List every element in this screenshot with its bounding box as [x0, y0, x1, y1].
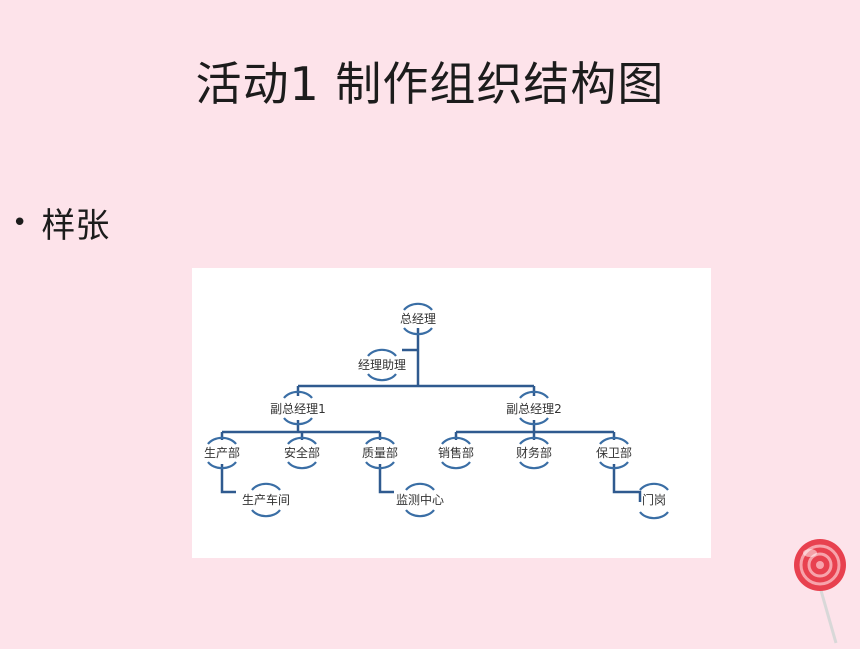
node-dept-quality: 质量部 [362, 445, 398, 460]
node-sub-gate: 门岗 [642, 492, 666, 507]
node-dept-production: 生产部 [204, 445, 240, 460]
org-chart-svg: 总经理 经理助理 副总经理1 副总经理2 生产部 安全部 质量部 销售部 财务部… [204, 302, 669, 520]
node-labels: 总经理 经理助理 副总经理1 副总经理2 生产部 安全部 质量部 销售部 财务部… [204, 312, 666, 507]
node-dept-safety: 安全部 [284, 445, 320, 460]
node-dept-security: 保卫部 [596, 445, 632, 460]
slide-title: 活动1 制作组织结构图 [195, 57, 665, 111]
lollipop-decoration-icon [790, 535, 860, 645]
node-sub-monitoring: 监测中心 [396, 492, 444, 507]
bullet-label: 样张 [41, 206, 110, 246]
node-root: 总经理 [400, 312, 436, 326]
node-assistant: 经理助理 [358, 358, 406, 372]
bullet-dot-icon: • [12, 207, 28, 238]
node-deputy-1: 副总经理1 [270, 402, 326, 416]
node-arcs [207, 302, 669, 520]
node-sub-workshop: 生产车间 [242, 492, 290, 507]
node-dept-finance: 财务部 [516, 445, 552, 460]
node-deputy-2: 副总经理2 [506, 402, 562, 416]
bullet-item: • 样张 [12, 198, 109, 247]
org-chart-sample-image: 总经理 经理助理 副总经理1 副总经理2 生产部 安全部 质量部 销售部 财务部… [192, 268, 711, 558]
node-dept-sales: 销售部 [438, 445, 474, 460]
